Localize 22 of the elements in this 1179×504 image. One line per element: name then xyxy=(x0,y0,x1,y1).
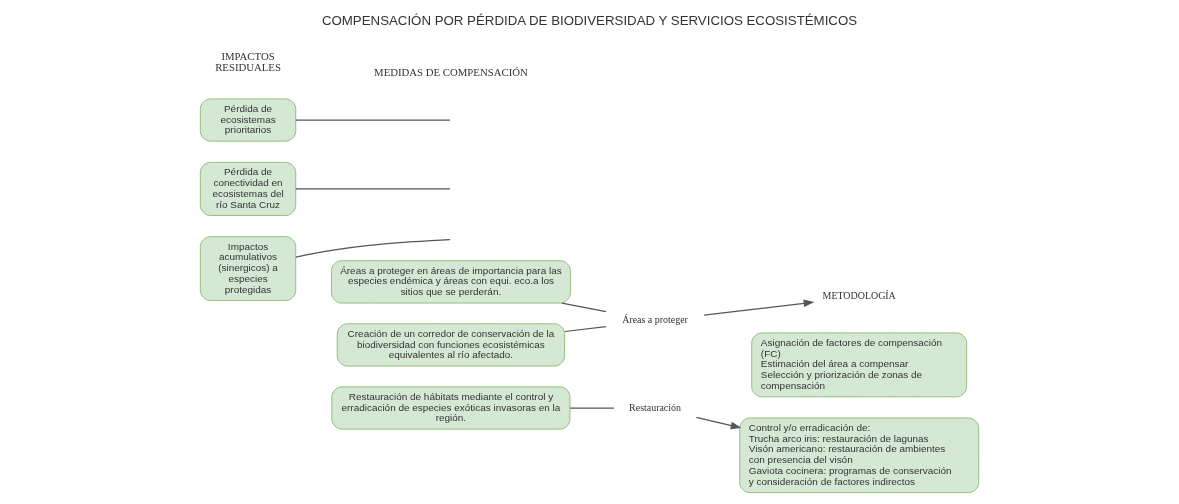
arrow xyxy=(695,416,742,430)
connector xyxy=(569,407,615,409)
connector xyxy=(295,188,451,190)
node-box: Pérdida de ecosistemas prioritarios xyxy=(199,98,297,142)
connector xyxy=(295,238,451,258)
node-box: Restauración de hábitats mediante el control y erradicación de especies exóticas invasoras en la región. xyxy=(331,386,571,430)
node-box: Áreas a proteger en áreas de importancia para las especies endémica y áreas con equi. eco.a los sitios que se perderán. xyxy=(331,260,571,304)
node-box: Pérdida de conectividad en ecosistemas del río Santa Cruz xyxy=(199,161,297,216)
label: MEDIDAS DE COMPENSACIÓN xyxy=(374,65,528,78)
connector xyxy=(561,302,607,313)
diagram-title: COMPENSACIÓN POR PÉRDIDA DE BIODIVERSIDAD Y SERVICIOS ECOSISTÉMICOS xyxy=(321,13,858,29)
node-box: Asignación de factores de compensación (FC) Estimación del área a compensar Selección y priorización de zonas de compensación xyxy=(751,332,968,398)
node-text: Áreas a proteger xyxy=(622,314,688,326)
connector xyxy=(564,326,607,333)
arrow xyxy=(703,299,815,316)
node-box: Impactos acumulativos (sinergicos) a especies protegidas xyxy=(199,236,297,301)
connector xyxy=(295,119,451,121)
node-text: METODOLOGÍA xyxy=(822,290,896,302)
label: IMPACTOS RESIDUALES xyxy=(215,49,281,74)
node-text: Restauración xyxy=(629,401,681,413)
node-box: Control y/o erradicación de: Trucha arco iris: restauración de lagunas Visón americano: restauración de ambientes con presencia del visón Gaviota cocinera: programas de conservación y consideración de factores indirectos xyxy=(739,417,980,494)
node-box: Creación de un corredor de conservación de la biodiversidad con funciones ecosistémicas equivalentes al río afectado. xyxy=(336,323,566,367)
